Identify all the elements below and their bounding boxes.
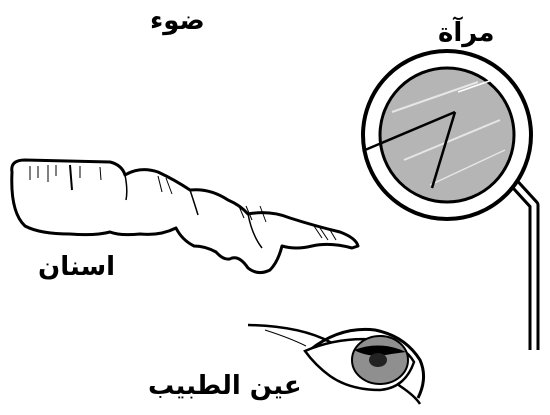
mirror-handle bbox=[502, 170, 534, 350]
light-label: ضوء bbox=[150, 8, 205, 34]
teeth-label: اسنان bbox=[38, 254, 115, 280]
doctor-eye-label: عين الطبيب bbox=[148, 373, 302, 399]
mirror-label: مرآة bbox=[438, 20, 495, 46]
